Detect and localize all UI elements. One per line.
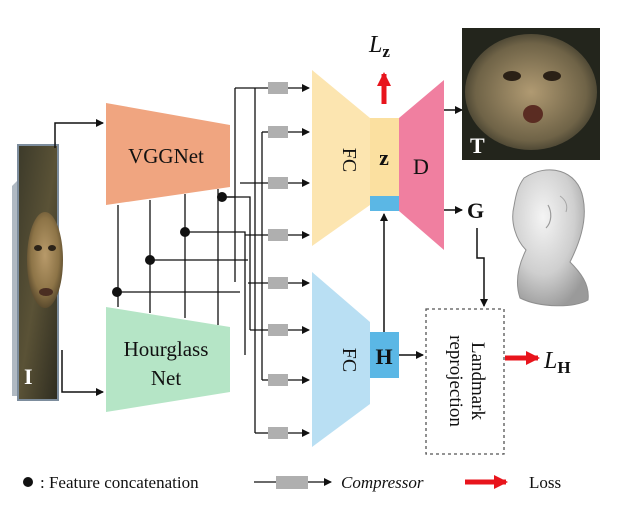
hourglass-label-line2: Net	[151, 366, 181, 390]
h-block: H	[370, 332, 399, 378]
landmark-label-line2: reprojection	[445, 335, 466, 427]
texture-image: T	[462, 28, 600, 160]
h-label: H	[375, 344, 392, 369]
bust-render	[512, 169, 589, 307]
compressor	[268, 177, 288, 189]
legend: : Feature concatenation Compressor Loss	[23, 473, 561, 492]
geometry-label: G	[467, 198, 484, 223]
lh-main: L	[543, 348, 557, 374]
lh-label: LH	[543, 348, 571, 377]
compressors-top	[235, 82, 310, 241]
compressor	[268, 277, 288, 289]
decoder-outputs	[444, 106, 463, 214]
lz-label: Lz	[368, 32, 390, 61]
fc-top-block: FC	[312, 70, 370, 246]
lh-loss: LH	[505, 348, 571, 377]
compressors-bottom	[248, 277, 310, 439]
input-connectors	[54, 119, 104, 396]
hourglass-label-line1: Hourglass	[124, 337, 209, 361]
fc-bottom-label: FC	[338, 348, 360, 372]
input-image: I	[12, 142, 63, 401]
compressor	[268, 126, 288, 138]
landmark-label-line1: Landmark	[467, 342, 488, 421]
compressor	[268, 82, 288, 94]
g-to-landmark-arrow	[476, 228, 488, 307]
legend-dot-icon	[23, 477, 33, 487]
vggnet-block: VGGNet	[106, 103, 230, 205]
compressor	[268, 374, 288, 386]
fc-bottom-block: FC	[312, 272, 370, 447]
lz-loss: Lz	[368, 32, 391, 104]
texture-label: T	[470, 133, 485, 158]
landmark-reprojection-box: Landmark reprojection	[425, 308, 505, 455]
concat-dots	[112, 192, 227, 297]
lh-sub: H	[557, 358, 570, 377]
legend-compressor-text: Compressor	[341, 473, 424, 492]
z-block: z	[370, 118, 399, 211]
lz-main: L	[368, 32, 382, 58]
fc-top-label: FC	[338, 148, 360, 172]
lz-sub: z	[382, 42, 390, 61]
legend-loss-text: Loss	[529, 473, 561, 492]
compressor	[268, 427, 288, 439]
compressor	[268, 324, 288, 336]
decoder-block: D	[399, 80, 444, 250]
legend-compressor-icon	[276, 476, 308, 489]
compressor	[268, 229, 288, 241]
z-label: z	[379, 145, 389, 170]
hourglass-block: Hourglass Net	[106, 307, 230, 412]
vggnet-label: VGGNet	[128, 144, 204, 168]
input-label: I	[24, 364, 33, 389]
legend-concat-text: : Feature concatenation	[40, 473, 199, 492]
decoder-label: D	[413, 154, 429, 179]
